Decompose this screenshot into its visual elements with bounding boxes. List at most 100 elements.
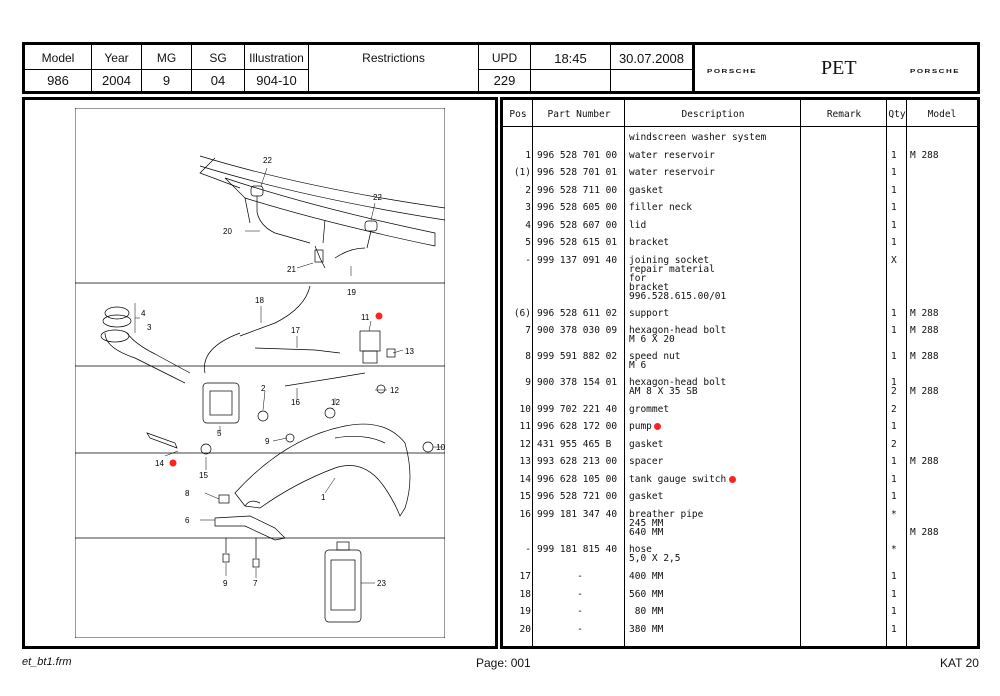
row-part-number: 999 137 091 40 [537, 255, 618, 266]
date-cell: 30.07.2008 [611, 45, 695, 91]
row-qty: 1 2 [891, 377, 897, 397]
callout-4: 4 [141, 309, 146, 318]
row-part-number: 431 955 465 B [537, 439, 612, 450]
row-model: M 288 [910, 351, 939, 362]
highlight-dot-11 [375, 312, 383, 320]
row-description: 400 MM [629, 571, 664, 582]
col-header-description: Description [681, 109, 745, 120]
row-pos: 20 [519, 624, 531, 635]
row-pos: 5 [525, 237, 531, 248]
model-label: Model [41, 51, 75, 65]
row-pos: 13 [519, 456, 531, 467]
pump-drawing [359, 330, 396, 364]
illustration-cell: Illustration 904-10 [245, 45, 309, 91]
row-description: pump [629, 421, 652, 432]
row-pos: 18 [519, 589, 531, 600]
group-title: windscreen washer system [629, 132, 767, 143]
callout-22a: 22 [263, 156, 272, 165]
row-description: 380 MM [629, 624, 664, 635]
row-description: water reservoir [629, 167, 715, 178]
row-description: bracket [629, 237, 670, 248]
row-pos: 15 [519, 491, 531, 502]
callout-2: 2 [261, 384, 266, 393]
callout-5: 5 [217, 429, 222, 438]
row-qty: 1 [891, 474, 897, 485]
row-description: speed nut M 6 [629, 351, 681, 371]
row-description: spacer [629, 456, 664, 467]
row-description: grommet [629, 404, 670, 415]
callout-7: 7 [253, 579, 258, 588]
row-pos: 19 [519, 606, 531, 617]
row-part-number: 996 528 701 01 [537, 167, 618, 178]
col-divider [503, 100, 907, 646]
row-part-number: 900 378 154 01 [537, 377, 618, 388]
row-part-number: 999 181 347 40 [537, 509, 618, 520]
row-pos: 9 [525, 377, 531, 388]
year-cell: Year 2004 [92, 45, 142, 91]
restrictions-label: Restrictions [362, 51, 425, 65]
row-pos: 11 [519, 421, 531, 432]
col-divider [503, 100, 625, 646]
restrictions-cell: Restrictions [309, 45, 479, 91]
row-description: gasket [629, 491, 664, 502]
row-part-number: 993 628 213 00 [537, 456, 618, 467]
row-qty: 1 [891, 624, 897, 635]
callout-17: 17 [291, 326, 300, 335]
row-part-number: 900 378 030 09 [537, 325, 618, 336]
upd-label: UPD [491, 51, 518, 65]
row-qty: 1 [891, 325, 897, 336]
callout-9a: 9 [265, 437, 270, 446]
callout-18: 18 [255, 296, 264, 305]
callout-8: 8 [185, 489, 190, 498]
row-description: gasket [629, 185, 664, 196]
row-part-number: 996 528 721 00 [537, 491, 618, 502]
row-description: hexagon-head bolt AM 8 X 35 SB [629, 377, 727, 397]
col-divider [503, 100, 887, 646]
callout-12a: 12 [331, 398, 340, 407]
row-description: 560 MM [629, 589, 664, 600]
callout-13: 13 [405, 347, 414, 356]
upd-cell: UPD 229 [479, 45, 531, 91]
row-part-number: 996 528 711 00 [537, 185, 618, 196]
row-qty: 2 [891, 439, 897, 450]
row-description: joining socket repair material for brack… [629, 255, 727, 302]
fluid-bottle-drawing [324, 541, 362, 623]
pet-title: PET [821, 57, 857, 79]
row-part-number: - [577, 606, 583, 617]
row-part-number: 999 702 221 40 [537, 404, 618, 415]
callout-22b: 22 [373, 193, 382, 202]
row-qty: 1 [891, 589, 897, 600]
footer-catalog: KAT 20 [940, 656, 979, 670]
row-qty: X [891, 255, 897, 266]
row-qty: 2 [891, 404, 897, 415]
callout-15: 15 [199, 471, 208, 480]
row-description: hose 5,0 X 2,5 [629, 544, 681, 564]
row-pos: 7 [525, 325, 531, 336]
callout-10: 10 [436, 443, 445, 452]
row-part-number: - [577, 589, 583, 600]
callout-9b: 9 [223, 579, 228, 588]
filler-neck-drawing [100, 306, 191, 384]
row-model: M 288 [910, 527, 939, 538]
water-reservoir-drawing [234, 384, 434, 517]
model-value: 986 [25, 69, 91, 89]
row-part-number: 996 528 611 02 [537, 308, 618, 319]
bracket-drawing [202, 382, 240, 424]
row-part-number: 996 528 701 00 [537, 150, 618, 161]
diagram-frame [75, 108, 445, 638]
row-qty: 1 [891, 185, 897, 196]
footer-page: Page: 001 [476, 656, 531, 670]
row-description: breather pipe 245 MM 640 MM [629, 509, 704, 538]
row-model: M 288 [910, 386, 939, 397]
row-pos: 10 [519, 404, 531, 415]
callout-1: 1 [321, 493, 326, 502]
illustration-label: Illustration [249, 51, 304, 65]
row-pos: 12 [519, 439, 531, 450]
col-divider [503, 100, 533, 646]
washer-nozzle-drawing [250, 185, 378, 269]
restrictions-value [309, 69, 478, 89]
row-qty: 1 [891, 237, 897, 248]
row-part-number: 996 528 615 01 [537, 237, 618, 248]
row-part-number: 996 528 605 00 [537, 202, 618, 213]
row-qty: 1 [891, 202, 897, 213]
